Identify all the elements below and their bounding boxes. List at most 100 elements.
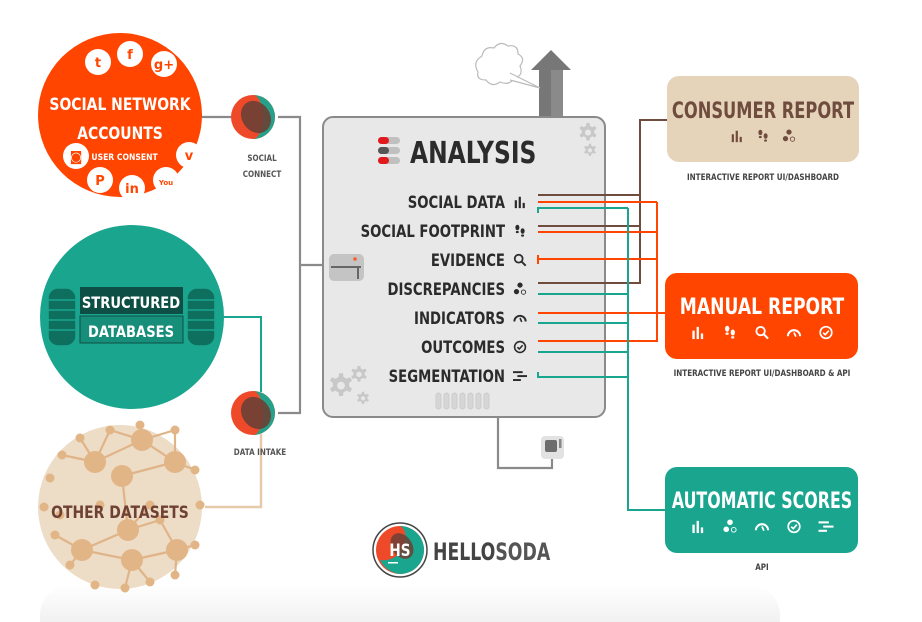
pinterest-icon-glyph: P bbox=[95, 174, 105, 189]
network-graph bbox=[39, 420, 205, 593]
google-plus-icon[interactable]: g+ bbox=[151, 51, 177, 77]
instagram-icon-glyph: ◙ bbox=[70, 150, 83, 165]
graph-leaf-node bbox=[170, 570, 180, 580]
graph-leaf-node bbox=[195, 500, 205, 510]
logo-mark: HS bbox=[389, 541, 410, 561]
instagram-icon[interactable]: ◙ bbox=[63, 143, 89, 169]
analysis-item-label: INDICATORS bbox=[414, 308, 505, 328]
structured-label-box-2 bbox=[79, 315, 184, 344]
graph-leaf-node bbox=[90, 580, 100, 590]
teal-connectors bbox=[220, 316, 262, 392]
analysis-items: SOCIAL DATA SOCIAL FOOTPRINT EVIDENCE DISCR… bbox=[361, 192, 527, 386]
graph-hub-node bbox=[121, 549, 143, 571]
social-subtitle: + USER CONSENT bbox=[82, 151, 158, 162]
consumer-report-title: CONSUMER REPORT bbox=[672, 98, 855, 124]
linkedin-icon[interactable]: in bbox=[119, 175, 145, 201]
graph-hub-node bbox=[71, 539, 93, 561]
graph-leaf-node bbox=[50, 530, 60, 540]
analysis-item[interactable]: SEGMENTATION bbox=[389, 366, 527, 386]
graph-leaf-node bbox=[145, 577, 155, 587]
logo-name-hello: HELLO bbox=[433, 538, 495, 566]
social-connect-label-1: SOCIAL bbox=[247, 152, 276, 163]
graph-leaf-node bbox=[75, 433, 85, 443]
vimeo-icon-glyph: v bbox=[185, 149, 194, 164]
structured-title-line2: DATABASES bbox=[88, 323, 174, 342]
graph-leaf-node bbox=[155, 515, 165, 525]
facebook-icon-glyph: f bbox=[127, 48, 133, 63]
graph-leaf-node bbox=[170, 425, 180, 435]
analysis-item[interactable]: EVIDENCE bbox=[431, 250, 527, 270]
analysis-logo-icon bbox=[378, 137, 400, 164]
twitter-icon[interactable]: t bbox=[85, 49, 111, 75]
social-connect-node[interactable]: SOCIAL CONNECT bbox=[231, 95, 282, 179]
route-social-data-auto bbox=[537, 207, 628, 213]
manual-report-output[interactable]: MANUAL REPORT INTERACTIVE REPORT UI/DASH… bbox=[665, 273, 858, 378]
analysis-item-label: SEGMENTATION bbox=[389, 366, 505, 386]
routing-lines bbox=[537, 119, 667, 511]
cloud-icon bbox=[475, 42, 541, 89]
graph-leaf-node bbox=[65, 560, 75, 570]
graph-leaf-node bbox=[145, 500, 155, 510]
graph-leaf-node bbox=[190, 540, 200, 550]
facebook-icon[interactable]: f bbox=[117, 41, 143, 67]
analysis-item[interactable]: INDICATORS bbox=[414, 308, 527, 328]
analysis-item[interactable]: OUTCOMES bbox=[421, 337, 527, 357]
hellosoda-logo: HS HELLOSODA bbox=[372, 522, 551, 578]
analysis-item-label: DISCREPANCIES bbox=[387, 279, 505, 299]
manual-report-title: MANUAL REPORT bbox=[680, 294, 845, 320]
linkedin-icon-glyph: in bbox=[125, 182, 139, 197]
route-outcomes-manual bbox=[538, 202, 658, 342]
automatic-scores-output[interactable]: AUTOMATIC SCORES API bbox=[665, 467, 858, 572]
structured-label-box-1 bbox=[80, 287, 183, 314]
footer-shadow bbox=[40, 585, 780, 622]
graph-hub-node bbox=[131, 429, 153, 451]
beige-connectors bbox=[205, 434, 263, 509]
route-auto-bus bbox=[627, 208, 665, 511]
database-icon-right bbox=[186, 287, 216, 347]
twitter-icon-glyph: t bbox=[95, 56, 101, 71]
youtube-icon[interactable]: You bbox=[153, 167, 179, 193]
other-datasets-source[interactable]: OTHER DATASETS bbox=[38, 420, 205, 593]
logo-name-soda: SODA bbox=[495, 538, 551, 566]
analysis-item[interactable]: DISCREPANCIES bbox=[387, 279, 527, 299]
structured-databases-source[interactable]: STRUCTURED DATABASES bbox=[40, 225, 224, 409]
google-plus-icon-glyph: g+ bbox=[154, 58, 174, 73]
vent-slots bbox=[435, 392, 490, 410]
graph-leaf-node bbox=[55, 510, 65, 520]
data-intake-node[interactable]: DATA INTAKE bbox=[231, 391, 286, 457]
graph-leaf-node bbox=[95, 500, 105, 510]
graph-hub-node bbox=[164, 451, 186, 473]
youtube-icon-glyph: You bbox=[158, 179, 173, 187]
pinterest-icon[interactable]: P bbox=[87, 167, 113, 193]
vimeo-icon[interactable]: v bbox=[176, 142, 202, 168]
graph-leaf-node bbox=[57, 450, 67, 460]
consumer-report-output[interactable]: CONSUMER REPORT INTERACTIVE REPORT UI/DA… bbox=[667, 76, 859, 182]
analysis-item[interactable]: SOCIAL FOOTPRINT bbox=[361, 221, 525, 241]
graph-hub-node bbox=[117, 519, 139, 541]
graph-leaf-node bbox=[135, 420, 145, 430]
analysis-item[interactable]: SOCIAL DATA bbox=[408, 192, 525, 212]
consumer-report-caption: INTERACTIVE REPORT UI/DASHBOARD bbox=[687, 171, 839, 182]
graph-hub-node bbox=[111, 465, 133, 487]
graph-hub-node bbox=[84, 451, 106, 473]
connector-other-to-intake bbox=[205, 434, 263, 509]
data-intake-label: DATA INTAKE bbox=[234, 446, 286, 457]
graph-leaf-node bbox=[190, 465, 200, 475]
logo-name: HELLOSODA bbox=[433, 538, 551, 566]
connector-structured-to-intake bbox=[220, 316, 262, 392]
graph-leaf-node bbox=[120, 583, 130, 593]
analysis-item-label: EVIDENCE bbox=[431, 250, 505, 270]
graph-hub-node bbox=[166, 539, 188, 561]
social-title-line1: SOCIAL NETWORK bbox=[49, 95, 191, 115]
social-connect-label-2: CONNECT bbox=[243, 168, 282, 179]
route-segmentation-auto bbox=[537, 372, 628, 378]
analysis-item-label: SOCIAL DATA bbox=[408, 192, 505, 212]
database-icon-left bbox=[47, 287, 77, 347]
social-title-line2: ACCOUNTS bbox=[77, 124, 163, 144]
structured-title-line1: STRUCTURED bbox=[82, 294, 180, 313]
manual-report-caption: INTERACTIVE REPORT UI/DASHBOARD & API bbox=[674, 367, 851, 378]
